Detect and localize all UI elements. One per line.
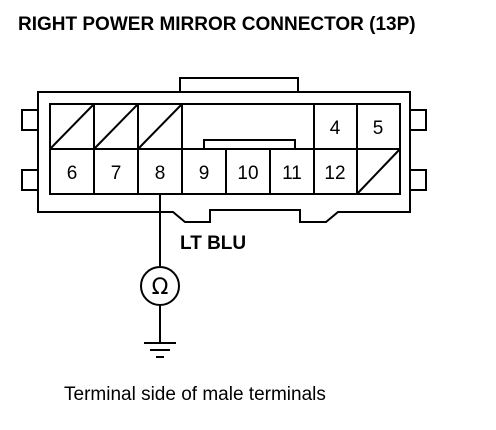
terminal-11: 11: [282, 163, 302, 184]
connector-side-tab-right-upper: [410, 109, 427, 131]
terminal-9: 9: [199, 163, 210, 184]
blocked-cavity: [356, 148, 401, 195]
terminal-5: 5: [373, 118, 384, 139]
connector-side-tab-right-lower: [410, 169, 427, 191]
page-title: RIGHT POWER MIRROR CONNECTOR (13P): [18, 14, 416, 35]
wire-color-label: LT BLU: [180, 233, 246, 254]
ohm-symbol: Ω: [152, 275, 169, 300]
ohmmeter-icon: Ω: [140, 266, 180, 306]
ground-icon: [144, 342, 176, 358]
connector-key: [203, 139, 296, 149]
terminal-4: 4: [330, 118, 341, 139]
blocked-cavity: [137, 103, 183, 150]
terminal-8: 8: [155, 163, 166, 184]
terminal-7: 7: [111, 163, 122, 184]
connector-side-tab-left-lower: [21, 169, 38, 191]
connector-latch: [179, 77, 299, 92]
diagram-caption: Terminal side of male terminals: [64, 384, 326, 405]
terminal-12: 12: [324, 163, 345, 184]
terminal-10: 10: [237, 163, 258, 184]
blocked-cavity: [93, 103, 139, 150]
terminal-6: 6: [67, 163, 78, 184]
connector-side-tab-left-upper: [21, 109, 38, 131]
blocked-cavity: [49, 103, 95, 150]
connector-housing: [37, 91, 411, 223]
